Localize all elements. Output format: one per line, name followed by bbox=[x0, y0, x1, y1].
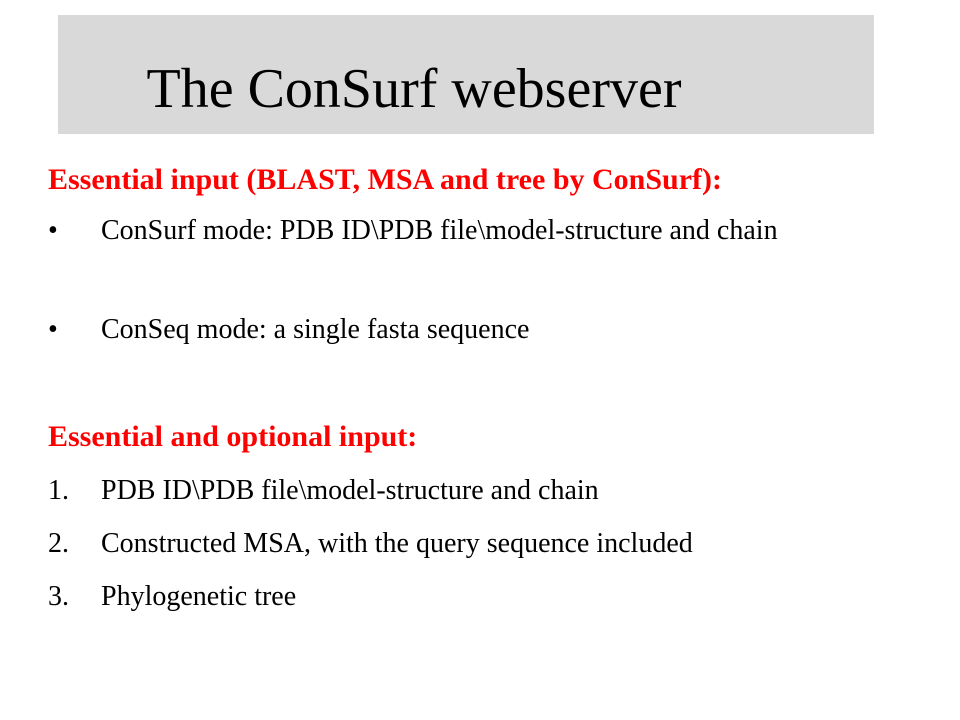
bullet-icon: • bbox=[48, 314, 58, 345]
title-banner: The ConSurf webserver bbox=[58, 15, 874, 134]
item-number: 2. bbox=[48, 528, 69, 559]
bullet-text: ConSurf mode: PDB ID\PDB file\model-stru… bbox=[101, 215, 778, 246]
slide-title-text: The ConSurf webserver bbox=[146, 58, 682, 120]
section-heading-optional: Essential and optional input: bbox=[48, 420, 418, 453]
bullet-text: ConSeq mode: a single fasta sequence bbox=[101, 314, 530, 345]
item-text: PDB ID\PDB file\model-structure and chai… bbox=[101, 475, 599, 506]
slide-title: The ConSurf webserver bbox=[58, 61, 874, 117]
item-number: 3. bbox=[48, 581, 69, 612]
item-text: Phylogenetic tree bbox=[101, 581, 297, 612]
section-heading-essential: Essential input (BLAST, MSA and tree by … bbox=[48, 163, 723, 196]
item-text: Constructed MSA, with the query sequence… bbox=[101, 528, 693, 559]
item-number: 1. bbox=[48, 475, 69, 506]
bullet-icon: • bbox=[48, 215, 58, 246]
